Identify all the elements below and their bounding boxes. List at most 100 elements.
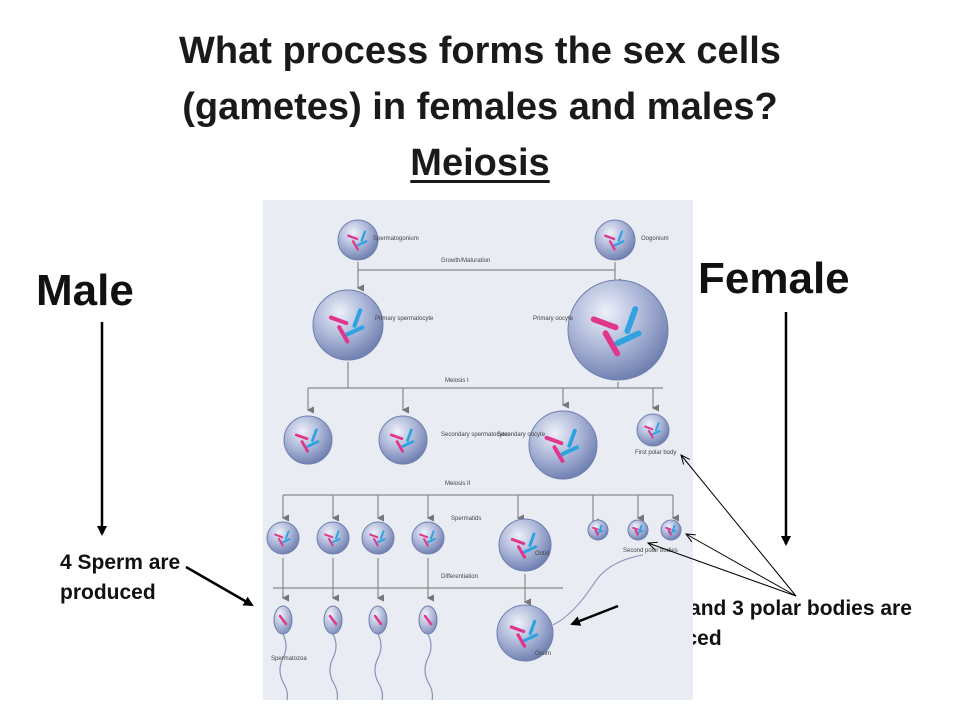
sperm-tail-1 xyxy=(329,633,339,700)
label-ootid: Ootid xyxy=(535,551,549,557)
cell-ootid-chromosome xyxy=(523,545,538,554)
sperm-chromosome-3 xyxy=(423,614,433,626)
cell-spermatid-3-chromosome xyxy=(419,533,429,539)
cell-polar-body-a-chromosome xyxy=(596,529,604,534)
cell-spermatid-3-body xyxy=(411,521,445,555)
label-ovum: Ovum xyxy=(535,651,551,657)
cell-spermatid-2-chromosome xyxy=(369,533,379,539)
cell-ootid-chromosome xyxy=(528,532,536,548)
cell-polar-body-b-chromosome xyxy=(638,524,643,532)
cell-polar-body-b-chromosome xyxy=(634,529,639,536)
cell-spermatid-1-body xyxy=(316,521,350,555)
cell-first-polar-body-chromosome xyxy=(654,422,660,432)
label-secondary-oocyte: Secondary oocyte xyxy=(497,432,546,438)
cell-oogonium-body xyxy=(594,219,636,261)
label-secondary-spermatocytes: Secondary spermatocytes xyxy=(441,432,510,438)
cell-spermatid-1-chromosome xyxy=(334,530,340,540)
cell-secondary-oocyte-chromosome xyxy=(560,445,579,457)
cell-spermatid-1-chromosome xyxy=(331,538,341,544)
cell-ootid-body xyxy=(498,518,552,572)
cell-polar-body-a xyxy=(587,519,609,541)
cell-first-polar-body xyxy=(636,413,670,447)
label-growth: Growth/Maturation xyxy=(441,258,490,264)
sperm-chromosome-1 xyxy=(328,614,338,626)
cell-spermatogonium-chromosome xyxy=(360,230,367,242)
cell-spermatid-3-chromosome xyxy=(423,538,429,547)
label-spermatogonium: Spermatogonium xyxy=(373,236,419,242)
cell-ovum-chromosome xyxy=(523,633,539,643)
cell-secondary-spermatocyte-1-chromosome xyxy=(306,440,320,448)
label-spermatids: Spermatids xyxy=(451,516,481,522)
polar-arrow-3 xyxy=(686,534,797,597)
cell-spermatid-3-chromosome xyxy=(429,530,435,540)
cell-spermatid-3 xyxy=(411,521,445,555)
cell-oogonium-chromosome xyxy=(613,240,625,247)
egg-pointer-arrow xyxy=(570,604,619,626)
cell-spermatid-1-chromosome xyxy=(328,538,334,547)
cell-polar-body-c xyxy=(660,519,682,541)
cell-spermatid-2 xyxy=(361,521,395,555)
sperm-cell-1 xyxy=(323,605,343,700)
cell-spermatid-0-chromosome xyxy=(281,538,291,544)
cell-polar-body-b-chromosome xyxy=(632,526,639,531)
cell-secondary-oocyte-chromosome xyxy=(552,445,565,463)
title-line-2: (gametes) in females and males? xyxy=(182,86,778,128)
cell-spermatid-0-chromosome xyxy=(278,538,284,547)
cell-spermatid-0 xyxy=(266,521,300,555)
cell-first-polar-body-chromosome xyxy=(644,425,654,431)
cell-ovum-chromosome xyxy=(516,633,527,648)
gametogenesis-diagram: Spermatogonium Oogonium Growth/Maturatio… xyxy=(263,200,693,700)
cell-polar-body-a-chromosome xyxy=(592,526,599,531)
cell-primary-spermatocyte-chromosome xyxy=(328,315,349,326)
sperm-note: 4 Sperm are produced xyxy=(60,551,181,604)
sperm-pointer-arrow xyxy=(185,565,254,607)
label-meiosis1: Meiosis I xyxy=(445,378,469,384)
cell-spermatid-2-chromosome xyxy=(376,538,386,544)
cell-ovum-chromosome xyxy=(509,625,526,634)
cell-spermatogonium-chromosome xyxy=(347,234,359,241)
cell-oogonium-chromosome xyxy=(604,234,616,241)
cell-spermatid-2-body xyxy=(361,521,395,555)
label-oogonium: Oogonium xyxy=(641,236,669,242)
cell-primary-oocyte-chromosome xyxy=(602,330,621,357)
sperm-tail-0 xyxy=(279,633,289,700)
cell-ovum-chromosome xyxy=(528,619,537,636)
cell-secondary-spermatocyte-1-chromosome xyxy=(294,433,309,441)
diagram-cells xyxy=(266,219,682,700)
cell-secondary-spermatocyte-2 xyxy=(378,415,428,465)
cell-spermatid-0-chromosome xyxy=(274,533,284,539)
cell-secondary-spermatocyte-2-chromosome xyxy=(401,440,415,448)
cell-ovum xyxy=(496,604,554,662)
ovum-tail xyxy=(552,554,644,626)
label-primary-oocyte: Primary oocyte xyxy=(533,316,574,322)
cell-polar-body-c-chromosome xyxy=(667,529,672,536)
cell-oogonium-chromosome xyxy=(608,240,616,251)
cell-first-polar-body-body xyxy=(636,413,670,447)
cell-secondary-oocyte xyxy=(528,410,598,480)
polar-arrow-1 xyxy=(681,455,797,597)
title-answer: Meiosis xyxy=(410,142,550,184)
cell-primary-spermatocyte-chromosome xyxy=(345,325,365,337)
sperm-chromosome-0 xyxy=(278,614,288,626)
cell-primary-oocyte-chromosome xyxy=(624,306,639,334)
sperm-cell-0 xyxy=(273,605,293,700)
cell-oogonium-chromosome xyxy=(617,230,624,242)
cell-primary-oocyte xyxy=(567,279,669,381)
cell-polar-body-c-chromosome xyxy=(671,524,676,532)
cell-first-polar-body-chromosome xyxy=(651,430,661,436)
label-first-polar-body: First polar body xyxy=(635,450,676,456)
label-second-polar-bodies: Second polar bodies xyxy=(623,548,678,554)
cell-secondary-oocyte-chromosome xyxy=(544,435,564,446)
cell-primary-oocyte-chromosome xyxy=(614,330,642,347)
label-primary-spermatocyte: Primary spermatocyte xyxy=(375,316,434,322)
cell-spermatogonium-chromosome xyxy=(356,240,368,247)
cell-polar-body-c-chromosome xyxy=(669,529,677,534)
sperm-cell-2 xyxy=(368,605,388,700)
sperm-cell-3 xyxy=(418,605,438,700)
cell-secondary-spermatocyte-2-chromosome xyxy=(389,433,404,441)
cell-polar-body-b xyxy=(627,519,649,541)
cell-primary-spermatocyte-chromosome xyxy=(352,308,363,328)
cell-primary-spermatocyte-body xyxy=(312,289,384,361)
label-meiosis2: Meiosis II xyxy=(445,481,471,487)
